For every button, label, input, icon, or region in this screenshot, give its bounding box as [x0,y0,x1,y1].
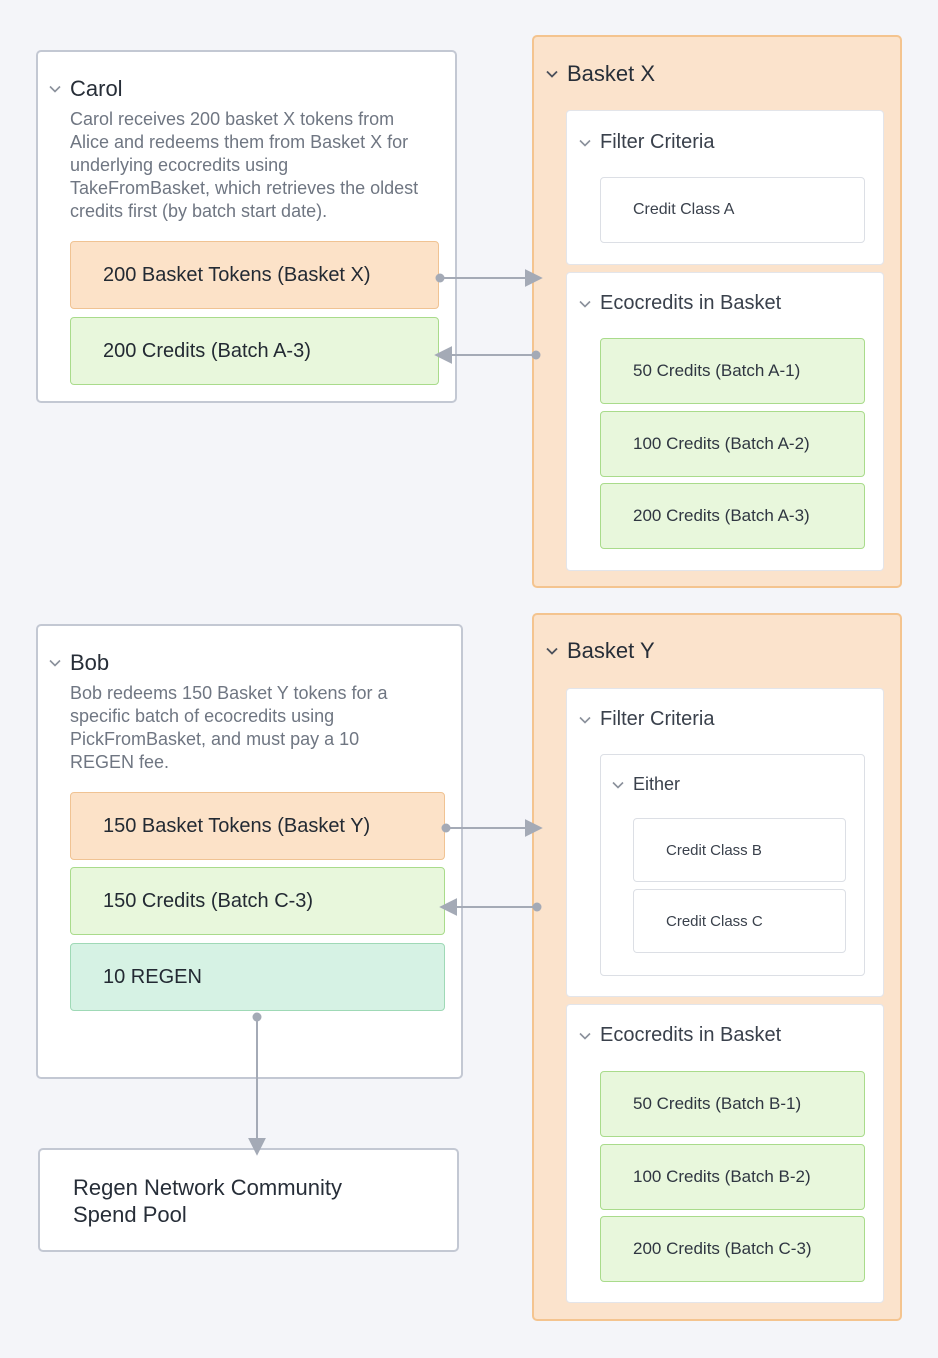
chevron-down-icon [579,716,591,724]
bob-regen-fee[interactable]: 10 REGEN [70,943,445,1011]
basket-y-batch-c3[interactable]: 200 Credits (Batch C-3) [600,1216,865,1282]
carol-basket-tokens[interactable]: 200 Basket Tokens (Basket X) [70,241,439,309]
basket-x-batch-a3[interactable]: 200 Credits (Batch A-3) [600,483,865,549]
bob-title[interactable]: Bob [48,650,109,676]
community-spend-pool-label: Regen Network Community Spend Pool [73,1175,342,1227]
edge-bob-tokens-to-basket-y [441,819,543,837]
chevron-down-icon [579,139,591,147]
chevron-down-icon [49,659,61,667]
basket-y-name: Basket Y [567,638,655,663]
community-spend-pool[interactable]: Regen Network Community Spend Pool [38,1148,459,1252]
basket-x-credit-class-a[interactable]: Credit Class A [600,177,865,243]
carol-description: Carol receives 200 basket X tokens from … [70,109,419,221]
bob-basket-tokens[interactable]: 150 Basket Tokens (Basket Y) [70,792,445,860]
edge-carol-tokens-to-basket-x [435,269,543,287]
chevron-down-icon [612,781,624,789]
basket-y-title[interactable]: Basket Y [545,638,655,664]
basket-y-batch-b2[interactable]: 100 Credits (Batch B-2) [600,1144,865,1210]
basket-x-filter-title[interactable]: Filter Criteria [578,131,714,154]
basket-x-name: Basket X [567,61,656,86]
chevron-down-icon [546,70,558,78]
edge-regen-fee-to-pool [248,1012,266,1156]
basket-y-filter-label: Filter Criteria [600,708,715,730]
basket-y-credit-class-c[interactable]: Credit Class C [633,889,846,953]
basket-x-ecocredits-title[interactable]: Ecocredits in Basket [578,292,781,315]
carol-title[interactable]: Carol [48,76,123,102]
basket-x-title[interactable]: Basket X [545,61,655,87]
basket-x-filter-label: Filter Criteria [600,131,715,153]
edge-basket-x-to-carol-credits [434,346,541,364]
carol-name: Carol [70,76,123,101]
basket-y-ecocredits-label: Ecocredits in Basket [600,1024,782,1046]
basket-x-batch-a1[interactable]: 50 Credits (Batch A-1) [600,338,865,404]
bob-name: Bob [70,650,110,675]
chevron-down-icon [579,300,591,308]
basket-y-either-title[interactable]: Either [611,774,680,795]
edge-basket-y-to-bob-credits [439,898,542,916]
chevron-down-icon [546,647,558,655]
basket-y-ecocredits-title[interactable]: Ecocredits in Basket [578,1024,781,1047]
basket-y-filter-title[interactable]: Filter Criteria [578,708,714,731]
chevron-down-icon [579,1032,591,1040]
bob-credits[interactable]: 150 Credits (Batch C-3) [70,867,445,935]
basket-y-credit-class-b[interactable]: Credit Class B [633,818,846,882]
basket-y-batch-b1[interactable]: 50 Credits (Batch B-1) [600,1071,865,1137]
carol-credits[interactable]: 200 Credits (Batch A-3) [70,317,439,385]
chevron-down-icon [49,85,61,93]
basket-x-ecocredits-label: Ecocredits in Basket [600,292,782,314]
basket-y-either-label: Either [633,774,681,794]
bob-description: Bob redeems 150 Basket Y tokens for a sp… [70,683,388,772]
basket-x-batch-a2[interactable]: 100 Credits (Batch A-2) [600,411,865,477]
